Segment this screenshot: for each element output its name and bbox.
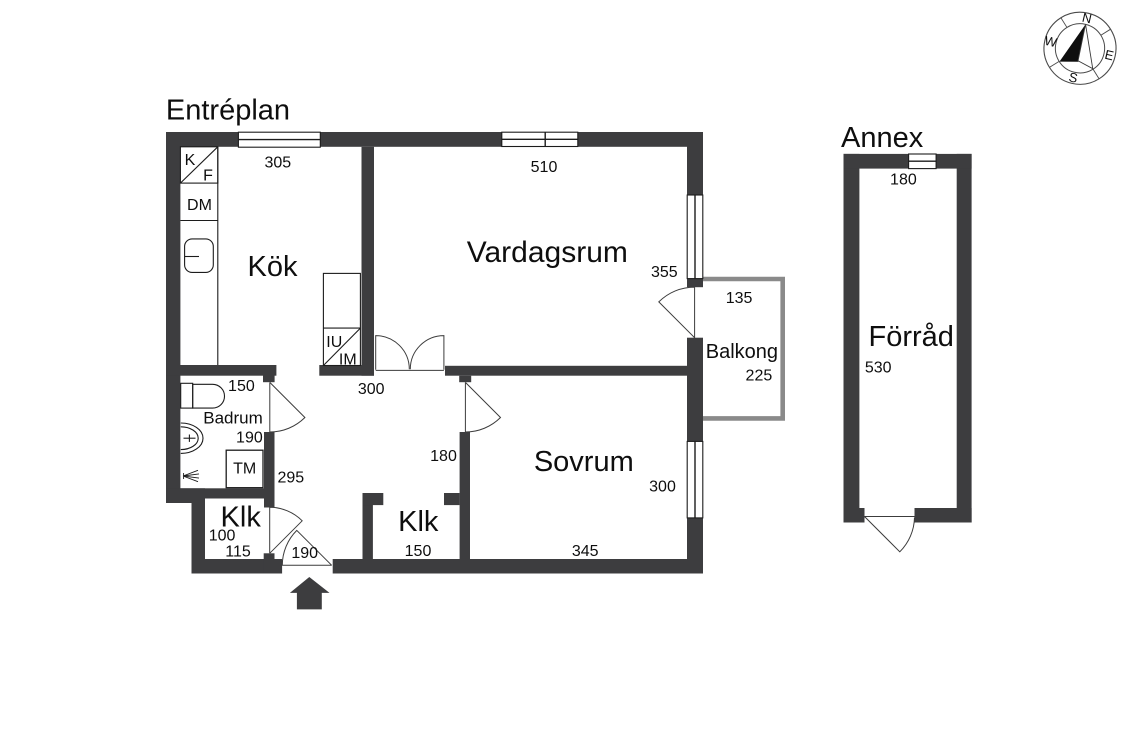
svg-text:Annex: Annex bbox=[841, 122, 924, 154]
svg-text:F: F bbox=[203, 168, 213, 185]
svg-text:100: 100 bbox=[209, 528, 236, 545]
svg-text:N: N bbox=[1081, 10, 1094, 27]
svg-text:530: 530 bbox=[865, 360, 892, 377]
svg-text:295: 295 bbox=[277, 470, 304, 487]
svg-text:IM: IM bbox=[339, 352, 357, 369]
svg-text:355: 355 bbox=[651, 264, 678, 281]
svg-text:225: 225 bbox=[746, 368, 773, 385]
svg-text:190: 190 bbox=[291, 545, 318, 562]
svg-text:305: 305 bbox=[264, 155, 291, 172]
svg-text:150: 150 bbox=[228, 378, 255, 395]
svg-text:TM: TM bbox=[233, 460, 256, 477]
svg-text:Kök: Kök bbox=[248, 251, 298, 283]
svg-text:Balkong: Balkong bbox=[706, 341, 778, 363]
svg-text:150: 150 bbox=[405, 543, 432, 560]
svg-text:300: 300 bbox=[649, 479, 676, 496]
svg-text:IU: IU bbox=[326, 334, 342, 351]
svg-text:190: 190 bbox=[236, 430, 263, 447]
svg-text:Sovrum: Sovrum bbox=[534, 446, 634, 478]
svg-text:DM: DM bbox=[187, 197, 212, 214]
svg-text:135: 135 bbox=[726, 290, 753, 307]
svg-text:Vardagsrum: Vardagsrum bbox=[467, 236, 628, 269]
svg-text:Badrum: Badrum bbox=[203, 408, 263, 427]
svg-text:510: 510 bbox=[531, 159, 558, 176]
svg-text:300: 300 bbox=[358, 381, 385, 398]
svg-text:180: 180 bbox=[890, 172, 917, 189]
svg-text:S: S bbox=[1067, 69, 1079, 86]
svg-text:180: 180 bbox=[430, 448, 457, 465]
svg-text:Entréplan: Entréplan bbox=[166, 95, 290, 127]
svg-text:Klk: Klk bbox=[221, 501, 262, 533]
svg-text:Klk: Klk bbox=[398, 506, 439, 538]
svg-text:115: 115 bbox=[225, 543, 251, 560]
svg-text:Förråd: Förråd bbox=[868, 321, 953, 353]
svg-text:345: 345 bbox=[572, 543, 599, 560]
svg-text:E: E bbox=[1103, 47, 1115, 64]
svg-text:K: K bbox=[185, 152, 196, 169]
svg-text:W: W bbox=[1043, 33, 1059, 51]
